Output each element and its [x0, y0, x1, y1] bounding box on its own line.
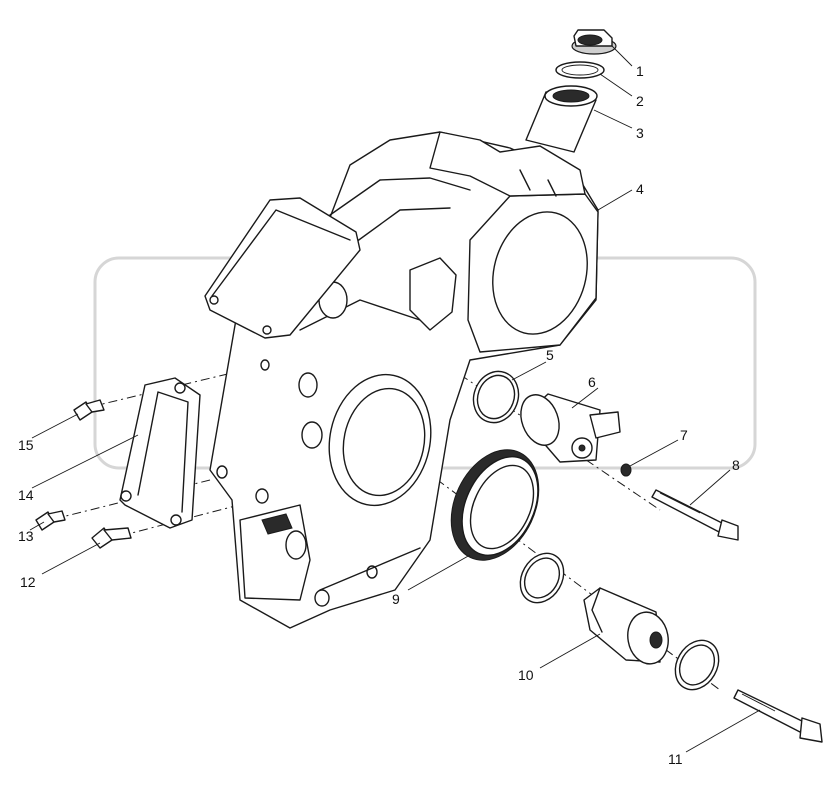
callout-5: 5 — [546, 347, 554, 363]
part-7-ring — [620, 463, 632, 477]
callout-2: 2 — [636, 93, 644, 109]
callout-3: 3 — [636, 125, 644, 141]
callout-8: 8 — [732, 457, 740, 473]
callout-7: 7 — [680, 427, 688, 443]
callout-6: 6 — [588, 374, 596, 390]
callout-12: 12 — [20, 574, 36, 590]
callout-15: 15 — [18, 437, 34, 453]
part-11-bolt — [733, 689, 823, 743]
callout-11: 11 — [668, 751, 683, 767]
callout-labels: 1 2 3 4 5 6 7 8 9 10 11 12 13 14 15 — [18, 63, 740, 767]
part-10-oring-a — [519, 552, 565, 604]
part-10-bushing — [583, 587, 669, 665]
callout-1: 1 — [636, 63, 644, 79]
part-10-oring-b — [674, 639, 720, 691]
bolt-12 — [91, 527, 132, 549]
part-9-seal — [450, 449, 540, 561]
part-2-ring — [555, 61, 605, 79]
callout-4: 4 — [636, 181, 644, 197]
gear-housing — [209, 131, 599, 629]
upper-cover-plate — [204, 197, 361, 339]
bolt-13 — [35, 510, 66, 531]
part-8-bolt — [651, 489, 739, 541]
callout-9: 9 — [392, 591, 400, 607]
part-1-cap — [571, 29, 617, 55]
leader-lines — [29, 45, 761, 753]
bolt-15 — [73, 399, 105, 421]
part-14-cover — [119, 377, 201, 529]
part-5-oring — [472, 370, 520, 424]
callout-13: 13 — [18, 528, 34, 544]
callout-10: 10 — [518, 667, 534, 683]
part-3-sleeve — [525, 85, 598, 153]
callout-14: 14 — [18, 487, 34, 503]
part-6-fitting — [520, 393, 621, 463]
